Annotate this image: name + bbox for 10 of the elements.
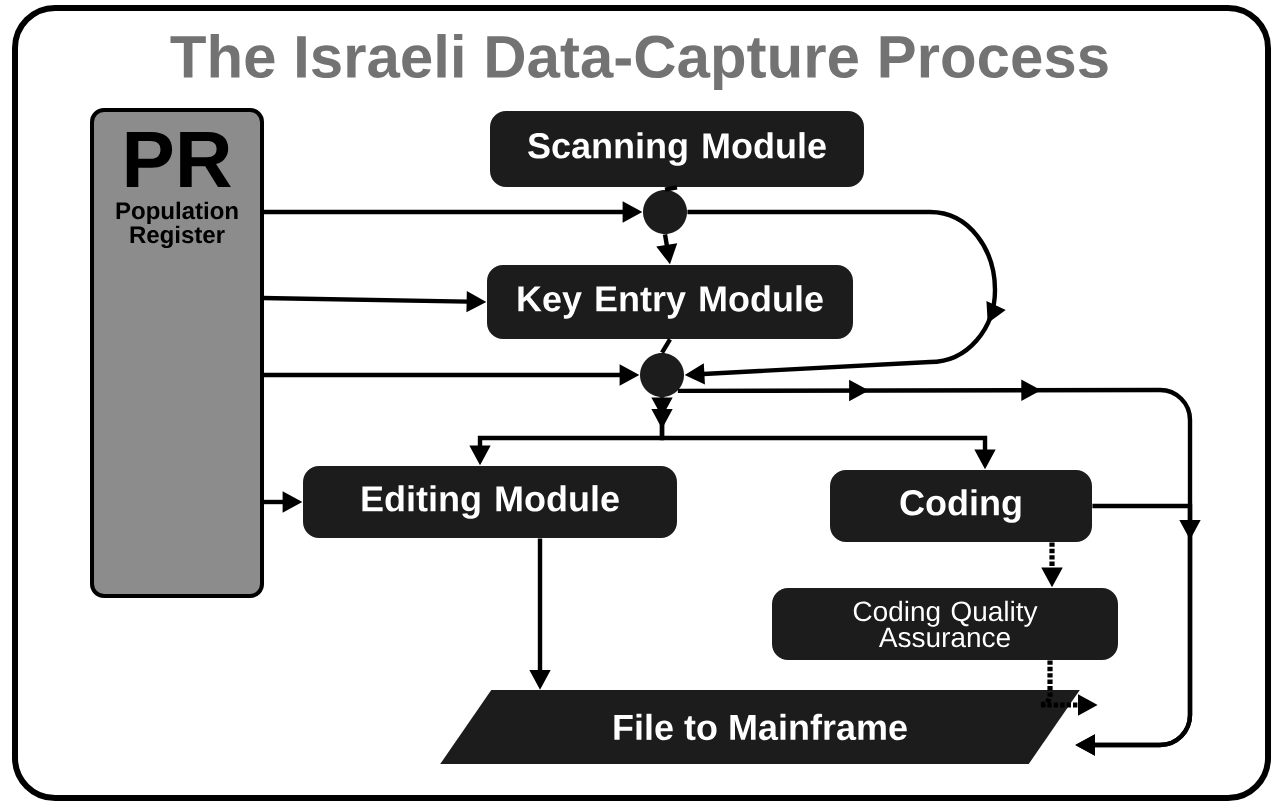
junction-circle	[643, 190, 687, 234]
process-box: Key Entry Module	[487, 265, 853, 339]
process-box: Coding Quality Assurance	[772, 588, 1118, 660]
process-box: Scanning Module	[490, 111, 864, 187]
title: The Israeli Data-Capture Process	[170, 34, 1108, 90]
junction-circle	[640, 353, 684, 397]
file-parallelogram: File to Mainframe	[440, 690, 1080, 764]
process-box: Editing Module	[303, 466, 677, 538]
process-box: Coding	[830, 470, 1092, 542]
register-box: PR Population Register	[90, 108, 264, 598]
